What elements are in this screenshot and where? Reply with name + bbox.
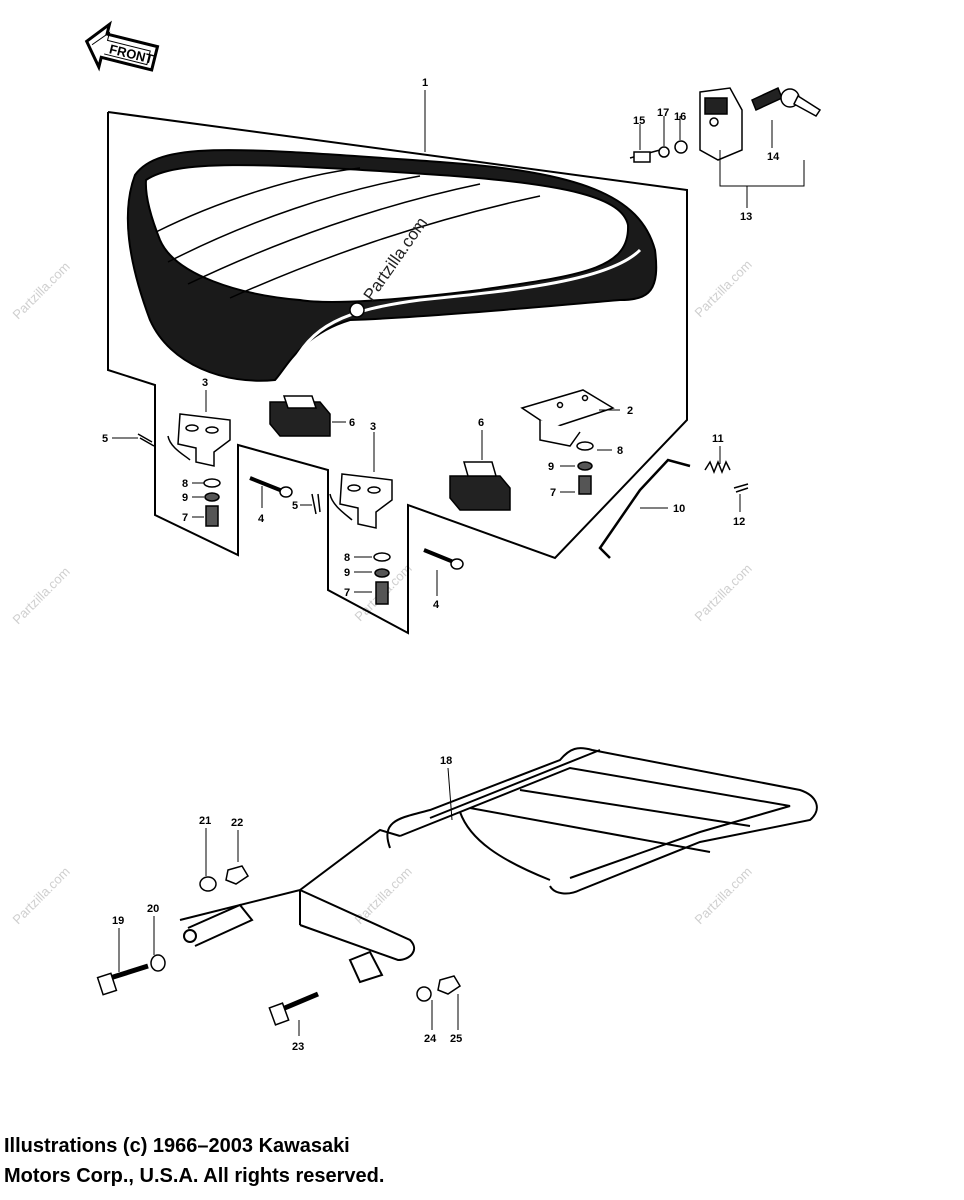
callout-7: 7	[344, 587, 350, 599]
clip-5-right	[311, 493, 321, 515]
callout-4: 4	[433, 599, 440, 611]
rod-10	[598, 458, 691, 559]
callout-16: 16	[674, 111, 686, 123]
pin-4-right	[423, 548, 464, 570]
seat-lock-assembly	[629, 86, 822, 163]
pin-4-left	[249, 476, 293, 498]
callout-9: 9	[182, 492, 188, 504]
seat-frame-outline	[107, 111, 688, 635]
carrier-rack	[179, 747, 818, 984]
copyright-line-2: Motors Corp., U.S.A. All rights reserved…	[4, 1165, 385, 1187]
clip-5-left	[137, 433, 155, 447]
hardware-19-25	[96, 865, 462, 1026]
callout-2: 2	[627, 405, 633, 417]
callout-22: 22	[231, 817, 243, 829]
copyright-line-1: Illustrations (c) 1966–2003 Kawasaki	[4, 1135, 350, 1157]
watermark: Partzilla.com	[692, 257, 755, 320]
callout-6: 6	[478, 417, 484, 429]
callout-14: 14	[767, 151, 780, 163]
watermark: Partzilla.com	[10, 864, 73, 927]
callout-3: 3	[202, 377, 208, 389]
watermark: Partzilla.com	[692, 864, 755, 927]
callout-8: 8	[182, 478, 188, 490]
callout-19: 19	[112, 915, 124, 927]
bracket-3-left	[167, 413, 231, 527]
callout-23: 23	[292, 1041, 304, 1053]
clip-12	[733, 483, 749, 493]
callout-7: 7	[550, 487, 556, 499]
callout-17: 17	[657, 107, 669, 119]
callout-24: 24	[424, 1033, 437, 1045]
callout-6: 6	[349, 417, 355, 429]
callout-5: 5	[292, 500, 298, 512]
bracket-3-right	[329, 473, 393, 605]
callout-8: 8	[344, 552, 350, 564]
callout-20: 20	[147, 903, 159, 915]
callout-9: 9	[344, 567, 350, 579]
copyright-notice: Illustrations (c) 1966–2003 Kawasaki Mot…	[4, 1131, 704, 1191]
callout-11: 11	[712, 433, 724, 445]
rubber-block-6-right	[449, 461, 511, 511]
leader-lines	[112, 90, 805, 1036]
callout-13: 13	[740, 211, 752, 223]
callout-1: 1	[422, 77, 428, 89]
callout-labels: 1 2 3 3 4 4 5 5 6 6 7 7 7 8 8 8 9 9 9 10…	[102, 77, 780, 1053]
front-arrow: FRONT	[84, 20, 160, 72]
callout-9: 9	[548, 461, 554, 473]
spring-11	[704, 459, 731, 475]
callout-8: 8	[617, 445, 623, 457]
callout-3: 3	[370, 421, 376, 433]
callout-18: 18	[440, 755, 452, 767]
watermark: Partzilla.com	[692, 561, 755, 624]
callout-15: 15	[633, 115, 645, 127]
callout-25: 25	[450, 1033, 462, 1045]
callout-10: 10	[673, 503, 685, 515]
callout-5: 5	[102, 433, 108, 445]
watermark: Partzilla.com	[10, 259, 73, 322]
callout-12: 12	[733, 516, 745, 528]
bracket-2	[520, 389, 615, 495]
callout-7: 7	[182, 512, 188, 524]
rubber-block-6-left	[269, 395, 331, 437]
callout-4: 4	[258, 513, 265, 525]
watermark: Partzilla.com	[10, 564, 73, 627]
callout-21: 21	[199, 815, 211, 827]
seat	[126, 149, 658, 382]
